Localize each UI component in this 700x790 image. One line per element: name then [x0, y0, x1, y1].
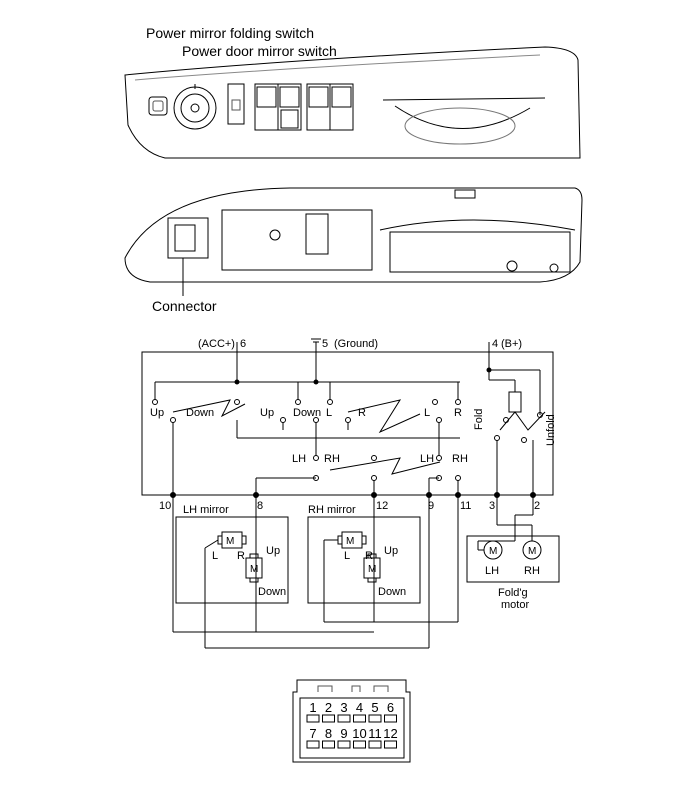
connector-cavity-8 — [322, 740, 335, 749]
lh-mirror-title: LH mirror — [183, 504, 229, 516]
fold-label: Fold — [473, 409, 485, 430]
connector-cavity-3 — [337, 714, 351, 723]
lh-mirror-box — [175, 516, 289, 604]
connector-pin-12: 12 — [383, 726, 397, 741]
pin-5-label: 5 — [322, 338, 328, 350]
lock-button-icon[interactable] — [227, 83, 245, 125]
connector-pin-7: 7 — [309, 726, 316, 741]
switch-r-label-2: R — [454, 407, 462, 419]
rh-mirror-box — [307, 516, 421, 604]
connector-icon — [167, 217, 209, 259]
connector-cavity-5 — [368, 714, 382, 723]
lh-motor-m-2: M — [250, 564, 258, 575]
rh-mirror-down-label: Down — [378, 586, 406, 598]
connector-pin-5: 5 — [371, 700, 378, 715]
pin-12-label: 12 — [376, 500, 388, 512]
switch-down-label-2: Down — [293, 407, 321, 419]
lh-mirror-l-label: L — [212, 550, 218, 562]
lh-rh-switch-blade — [329, 457, 441, 475]
fold-motor-m-rh: M — [528, 546, 536, 557]
pin-2-label: 2 — [534, 500, 540, 512]
rh-mirror-r-label: R — [365, 550, 373, 562]
switch-l-label-2: L — [424, 407, 430, 419]
pin-3-label: 3 — [489, 500, 495, 512]
fold-switch-blade — [499, 411, 546, 431]
connector-cavity-2 — [322, 714, 335, 723]
door-pull-handle-icon — [382, 97, 546, 101]
fold-motor-m-lh: M — [489, 546, 497, 557]
connector-cavity-6 — [384, 714, 397, 723]
fold-motor-lh-label: LH — [485, 565, 499, 577]
switch-l-label-1: L — [326, 407, 332, 419]
fold-motor-rh-label: RH — [524, 565, 540, 577]
pin-8-label: 8 — [257, 500, 263, 512]
mirror-switch-callout: Power door mirror switch — [182, 43, 337, 59]
rh-motor-m-2: M — [368, 564, 376, 575]
lh-mirror-motors — [217, 531, 263, 583]
pin-4-label: 4 — [492, 338, 498, 350]
rh-mirror-l-label: L — [344, 550, 350, 562]
connector-pin-9: 9 — [340, 726, 347, 741]
switch-r-label-1: R — [358, 407, 366, 419]
connector-cavity-4 — [353, 714, 366, 723]
up-down-switch-blade-1 — [172, 399, 246, 418]
fold-motor-box — [466, 535, 560, 583]
pin-10-label: 10 — [159, 500, 171, 512]
pin-acc-label: (ACC+) — [198, 338, 235, 350]
unfold-label: Unfold — [545, 414, 557, 446]
pin-9-label: 9 — [428, 500, 434, 512]
connector-cavity-10 — [353, 740, 366, 749]
connector-cavity-11 — [368, 740, 382, 749]
rh-mirror-up-label: Up — [384, 545, 398, 557]
selector-rh-label-2: RH — [452, 453, 468, 465]
door-trim-panel-top — [124, 46, 581, 159]
folding-switch-callout: Power mirror folding switch — [146, 25, 315, 41]
mirror-switch-knob-icon[interactable] — [173, 86, 217, 130]
switch-down-label-1: Down — [186, 407, 214, 419]
connector-pin-1: 1 — [309, 700, 316, 715]
selector-lh-label-2: LH — [420, 453, 434, 465]
ground-label: (Ground) — [334, 338, 378, 350]
connector-pin-4: 4 — [356, 700, 363, 715]
connector-callout: Connector — [152, 298, 217, 314]
pin-6-label: 6 — [240, 338, 246, 350]
connector-pin-2: 2 — [325, 700, 332, 715]
bplus-label: (B+) — [501, 338, 522, 350]
connector-pin-3: 3 — [340, 700, 347, 715]
connector-cavity-7 — [306, 740, 320, 749]
rh-mirror-motors — [337, 531, 381, 583]
rh-mirror-title: RH mirror — [308, 504, 356, 516]
lh-mirror-r-label: R — [237, 550, 245, 562]
connector-cavity-1 — [306, 714, 320, 723]
connector-face — [292, 679, 411, 763]
switch-up-label-2: Up — [260, 407, 274, 419]
pin-11-label: 11 — [460, 500, 471, 512]
connector-cavity-12 — [384, 740, 397, 749]
rh-motor-m-1: M — [346, 536, 354, 547]
connector-pin-10: 10 — [352, 726, 366, 741]
lh-mirror-up-label: Up — [266, 545, 280, 557]
harness-wiring — [172, 495, 534, 649]
selector-rh-label-1: RH — [324, 453, 340, 465]
fold-motor-title-2: motor — [501, 599, 529, 611]
switch-module-grille — [305, 213, 329, 255]
lh-motor-m-1: M — [226, 536, 234, 547]
connector-pin-6: 6 — [387, 700, 394, 715]
folding-switch-icon[interactable] — [148, 96, 168, 116]
connector-cavity-9 — [337, 740, 351, 749]
fold-motor-title-1: Fold'g — [498, 587, 528, 599]
selector-lh-label-1: LH — [292, 453, 306, 465]
lh-mirror-down-label: Down — [258, 586, 286, 598]
lr-switch-blade — [347, 399, 421, 434]
switch-up-label-1: Up — [150, 407, 164, 419]
connector-pin-8: 8 — [325, 726, 332, 741]
connector-pin-11: 11 — [368, 726, 382, 741]
door-trim-panel-bottom — [124, 187, 583, 296]
